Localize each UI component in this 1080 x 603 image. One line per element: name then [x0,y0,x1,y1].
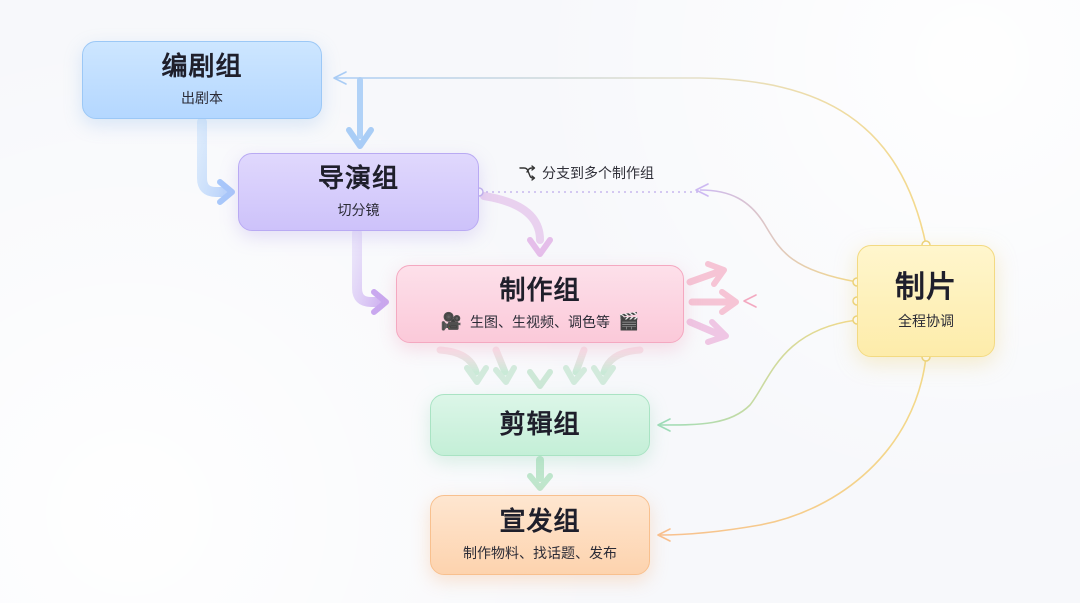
branch-connector [474,187,700,257]
branch-label-text: 分支到多个制作组 [542,165,654,181]
node-production-title: 制作组 [499,275,581,306]
node-publicity: 宣发组 制作物料、找话题、发布 [430,495,650,575]
node-editing-title: 剪辑组 [499,409,581,440]
movie-camera-icon: 🎥 [440,312,462,332]
arrow-writers-to-directors-side [197,117,235,205]
arrow-writers-to-directors [346,77,374,149]
production-fan-out [686,261,739,345]
node-producer-subtitle: 全程协调 [898,313,954,330]
clapper-board-icon: 🎬 [618,312,640,332]
node-producer-title: 制片 [895,270,957,304]
link-producer-to-production [743,294,862,308]
node-writers-title: 编剧组 [161,51,243,82]
node-publicity-subtitle: 制作物料、找话题、发布 [463,544,617,561]
arrow-editing-to-publicity [527,456,553,491]
node-production-subtitle: 生图、生视频、调色等 [470,313,610,330]
node-publicity-title: 宣发组 [499,506,581,537]
link-producer-to-editing [657,315,862,432]
node-writers-subtitle: 出剧本 [181,89,223,106]
link-producer-to-publicity [657,352,931,542]
node-directors: 导演组 切分镜 [238,153,479,231]
arrows-production-to-editing [436,346,644,389]
node-editing: 剪辑组 [430,394,650,456]
node-writers: 编剧组 出剧本 [82,41,322,119]
branch-label: 分支到多个制作组 [518,163,654,183]
node-production: 制作组 🎥 生图、生视频、调色等 🎬 [396,265,684,343]
node-production-subtitle-row: 🎥 生图、生视频、调色等 🎬 [441,312,639,332]
arrow-directors-to-production [352,228,389,315]
node-directors-title: 导演组 [317,163,399,194]
branch-split-icon [519,165,536,181]
node-directors-subtitle: 切分镜 [337,201,380,218]
node-producer: 制片 全程协调 [857,245,995,357]
